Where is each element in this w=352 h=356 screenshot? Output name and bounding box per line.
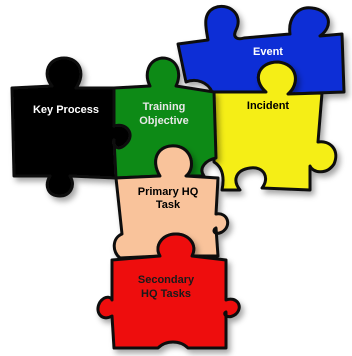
primary-hq-task-label-line2: Task — [156, 199, 181, 211]
secondary-hq-tasks-label-line2: HQ Tasks — [141, 288, 191, 300]
secondary-hq-tasks-label-line1: Secondary — [138, 274, 195, 286]
event-label: Event — [253, 46, 283, 58]
key-process-label: Key Process — [33, 104, 99, 116]
primary-hq-task-label-line1: Primary HQ — [138, 186, 199, 198]
incident-piece — [212, 60, 338, 192]
secondary-hq-tasks-piece — [96, 232, 241, 350]
training-objective-label-line2: Objective — [139, 115, 189, 127]
incident-label: Incident — [247, 100, 290, 112]
training-objective-label-line1: Training — [143, 101, 186, 113]
key-process-piece — [10, 56, 132, 198]
